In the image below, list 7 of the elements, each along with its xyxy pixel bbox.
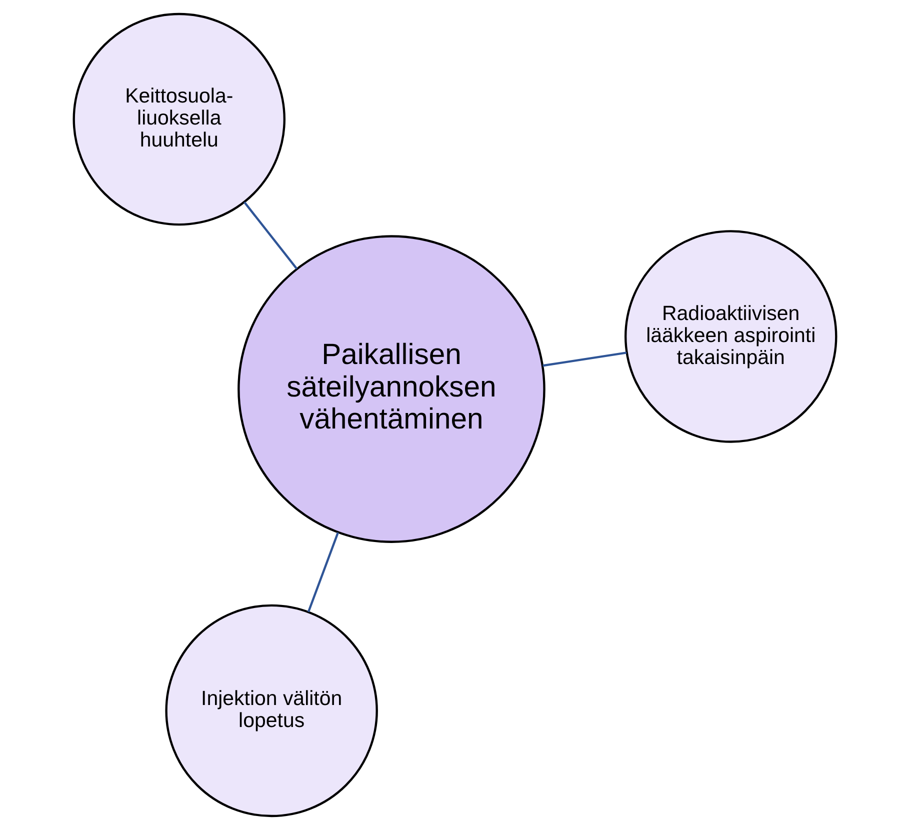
connector xyxy=(306,532,339,612)
connector xyxy=(243,202,298,270)
node-circle: Paikallisen säteilyannoksen vähentäminen xyxy=(237,235,545,543)
node-circle: Injektion välitön lopetus xyxy=(164,604,378,818)
node-circle: Keittosuola-liuoksella huuhtelu xyxy=(72,12,286,226)
connector xyxy=(542,352,626,367)
node-circle: Radioaktiivisen lääkkeen aspirointi takaisinpäin xyxy=(624,230,837,443)
